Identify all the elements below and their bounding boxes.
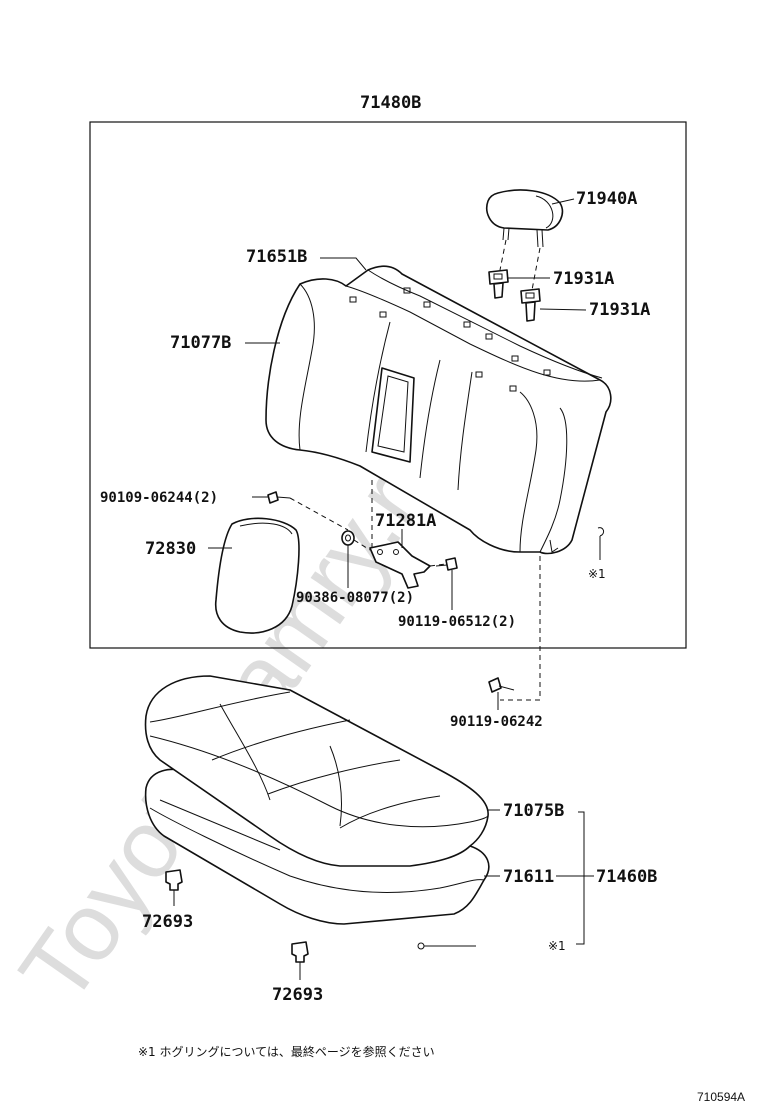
clip-1-part [165, 869, 183, 891]
label-71611: 71611 [503, 867, 554, 887]
label-71931A-2: 71931A [589, 300, 650, 320]
label-90386-08077: 90386-08077(2) [296, 590, 414, 606]
label-72693-1: 72693 [142, 912, 193, 932]
armrest-part [214, 517, 300, 634]
dashed-headrest-supports [499, 239, 541, 291]
leader-71931A-2 [539, 308, 587, 311]
label-71460B: 71460B [596, 867, 657, 887]
dashed-bushing-hinge [353, 539, 371, 551]
footnote: ※1 ホグリングについては、最終ページを参照ください [138, 1044, 435, 1059]
leader-71651B [320, 257, 367, 271]
label-71480B: 71480B [360, 93, 421, 113]
screw-part [435, 557, 458, 571]
label-90109-06244: 90109-06244(2) [100, 490, 218, 506]
clip-2-part [291, 941, 309, 963]
label-90119-06242: 90119-06242 [450, 714, 543, 730]
bracket-71460B [576, 811, 585, 945]
label-72830: 72830 [145, 539, 196, 559]
hinge-part [369, 541, 431, 589]
dashed-bolt1-armrest [289, 497, 349, 531]
label-71075B: 71075B [503, 801, 564, 821]
label-ref-mark-cushion: ※1 [548, 939, 566, 953]
label-71281A: 71281A [375, 511, 436, 531]
dashed-back-bolt2 [500, 556, 541, 701]
label-72693-2: 72693 [272, 985, 323, 1005]
hog-ring-back [597, 527, 605, 537]
headrest-support-2-part [520, 288, 541, 322]
label-71931A-1: 71931A [553, 269, 614, 289]
dashed-screw-hinge [429, 563, 447, 567]
label-ref-mark-back: ※1 [588, 567, 606, 581]
leader-71940A [551, 198, 575, 205]
label-71940A: 71940A [576, 189, 637, 209]
bolt-1-part [267, 491, 291, 504]
bolt-2-part [488, 677, 515, 693]
figure-id: 710594A [697, 1090, 745, 1104]
headrest-part [486, 189, 564, 248]
hog-ring-cushion [417, 942, 425, 950]
seatback-part [265, 265, 612, 555]
seat-cushion-part [144, 675, 490, 925]
label-90119-06512: 90119-06512(2) [398, 614, 516, 630]
label-71651B: 71651B [246, 247, 307, 267]
bushing-part [341, 530, 355, 546]
seatback-assembly-frame [89, 121, 687, 649]
label-71077B: 71077B [170, 333, 231, 353]
headrest-support-1-part [488, 269, 509, 299]
